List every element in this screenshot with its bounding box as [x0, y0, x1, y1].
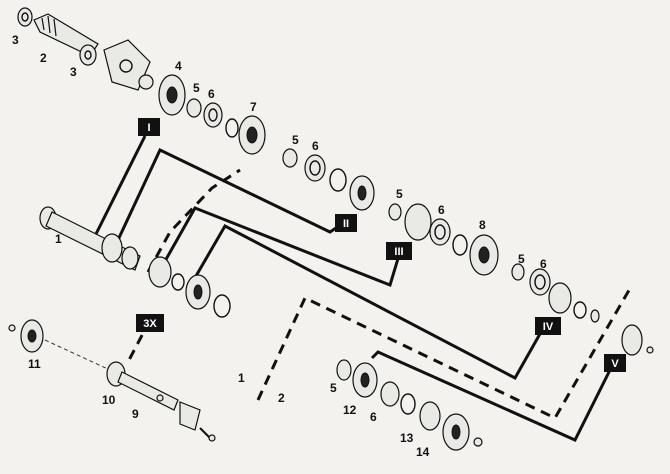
fifth-gear-parts	[336, 324, 654, 451]
synchro-6-c	[429, 218, 451, 246]
tag-gear-I: I	[138, 118, 160, 136]
line-gear-3X	[146, 168, 241, 273]
label-6-a: 6	[208, 87, 215, 101]
line-gear-III	[158, 206, 402, 287]
variant-label-2: 2	[278, 391, 285, 405]
snap-ring-b	[452, 234, 468, 256]
svg-text:III: III	[394, 246, 403, 258]
svg-text:3X: 3X	[143, 318, 157, 330]
line-variant-2	[256, 284, 634, 420]
bearing-5-e	[336, 359, 352, 381]
label-5-e: 5	[330, 381, 337, 395]
label-6-b: 6	[312, 139, 319, 153]
label-12: 12	[343, 403, 357, 417]
gear-13	[419, 401, 441, 431]
svg-text:V: V	[611, 358, 619, 370]
gear-middle-b	[404, 203, 432, 241]
synchro-6-d	[529, 268, 551, 296]
label-11: 11	[28, 357, 41, 371]
label-13: 13	[400, 431, 414, 445]
tag-gear-3X: 3X	[136, 314, 164, 332]
synchro-6-a	[203, 102, 223, 128]
bearing-5-a	[186, 98, 202, 118]
bearing-5-c	[388, 203, 402, 221]
svg-text:IV: IV	[543, 321, 554, 333]
svg-text:I: I	[147, 122, 150, 134]
synchro-6-e	[380, 381, 400, 407]
line-gear-IV-V	[370, 350, 614, 442]
variant-label-1: 1	[238, 371, 245, 385]
label-6-c: 6	[438, 203, 445, 217]
gear-tags: I II III IV V 3X	[136, 118, 626, 372]
label-4: 4	[175, 59, 182, 73]
synchro-6-b	[304, 154, 326, 182]
line-gear-I	[93, 135, 147, 237]
label-5-c: 5	[396, 187, 403, 201]
label-5-b: 5	[292, 133, 299, 147]
label-1: 1	[55, 232, 62, 246]
tag-gear-IV: IV	[535, 317, 561, 335]
svg-text:II: II	[343, 218, 349, 230]
connection-lines	[44, 135, 634, 442]
tag-gear-V: V	[604, 354, 626, 372]
snap-ring	[225, 118, 239, 138]
bearing-3-mid	[79, 44, 97, 66]
label-10: 10	[102, 393, 116, 407]
shaft-9	[117, 371, 179, 411]
main-shaft-1	[39, 206, 231, 318]
reverse-axis-line	[44, 339, 111, 371]
part-number-labels: 3 2 3 4 5 6 7 5 6 5 6 8 5 6 1 11 10 9 5 …	[12, 33, 547, 459]
label-2: 2	[40, 51, 47, 65]
label-5-d: 5	[518, 252, 525, 266]
tag-gear-III: III	[386, 242, 412, 260]
bearing-5-d	[511, 263, 525, 281]
upper-shaft-parts	[17, 7, 600, 323]
label-14: 14	[416, 445, 430, 459]
line-gear-III-b	[194, 224, 547, 381]
label-6-d: 6	[540, 257, 547, 271]
bearing-3-top	[17, 7, 33, 27]
label-8: 8	[479, 218, 486, 232]
variant-labels: 1 2	[238, 371, 285, 405]
label-7: 7	[250, 100, 257, 114]
label-3-a: 3	[12, 33, 19, 47]
bearing-5-b	[282, 148, 298, 168]
label-5-a: 5	[193, 81, 200, 95]
label-9: 9	[132, 407, 139, 421]
label-3-b: 3	[70, 65, 77, 79]
reverse-gear-parts	[8, 319, 216, 442]
label-6-e: 6	[370, 410, 377, 424]
tag-gear-II: II	[335, 214, 357, 232]
gear-V	[621, 324, 643, 356]
